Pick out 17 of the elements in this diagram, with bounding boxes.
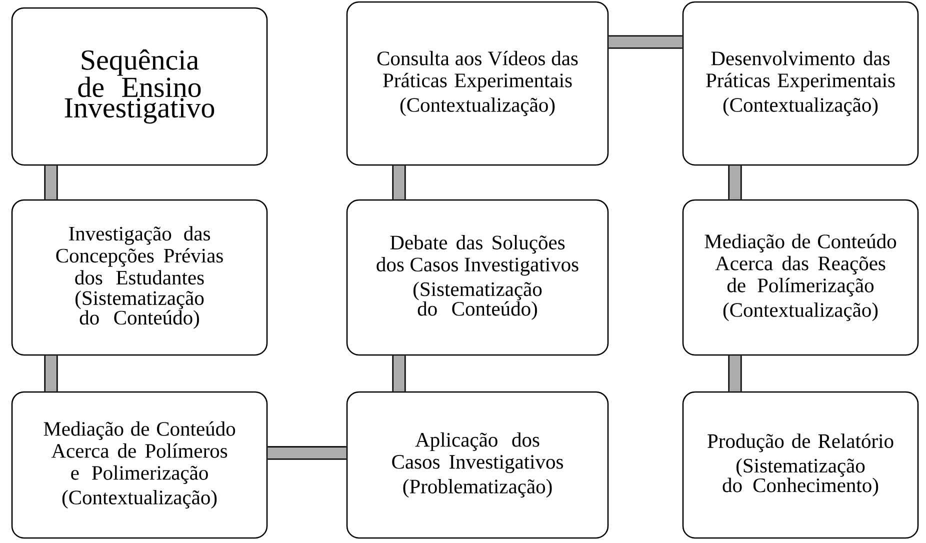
process-box: Sequência de Ensino Investigativo — [11, 7, 268, 166]
connector-bar — [392, 166, 406, 200]
connector-bar — [728, 166, 742, 200]
process-box: Produção de Relatório (Sistematização do Conhecimento) — [682, 391, 919, 539]
connector-bar — [268, 446, 346, 460]
connector-bar — [608, 35, 682, 49]
process-box: Mediação de Conteúdo Acerca das Reações de Polímerização (Contextualização) — [682, 199, 919, 356]
process-box: Investigação das Concepções Prévias dos Estudantes (Sistematização do Conteúdo) — [11, 199, 268, 356]
process-box: Debate das Soluções dos Casos Investigativos (Sistematização do Conteúdo) — [346, 199, 609, 356]
process-box: Consulta aos Vídeos das Práticas Experimentais (Contextualização) — [346, 1, 609, 166]
connector-bar — [728, 356, 742, 392]
process-box: Desenvolvimento das Práticas Experimentais (Contextualização) — [682, 1, 919, 166]
process-box: Mediação de Conteúdo Acerca de Polímeros e Polimerização (Contextualização) — [11, 391, 268, 539]
connector-bar — [392, 356, 406, 392]
process-box: Aplicação dos Casos Investigativos (Problematização) — [346, 391, 609, 539]
connector-bar — [44, 166, 58, 200]
connector-bar — [44, 356, 58, 392]
